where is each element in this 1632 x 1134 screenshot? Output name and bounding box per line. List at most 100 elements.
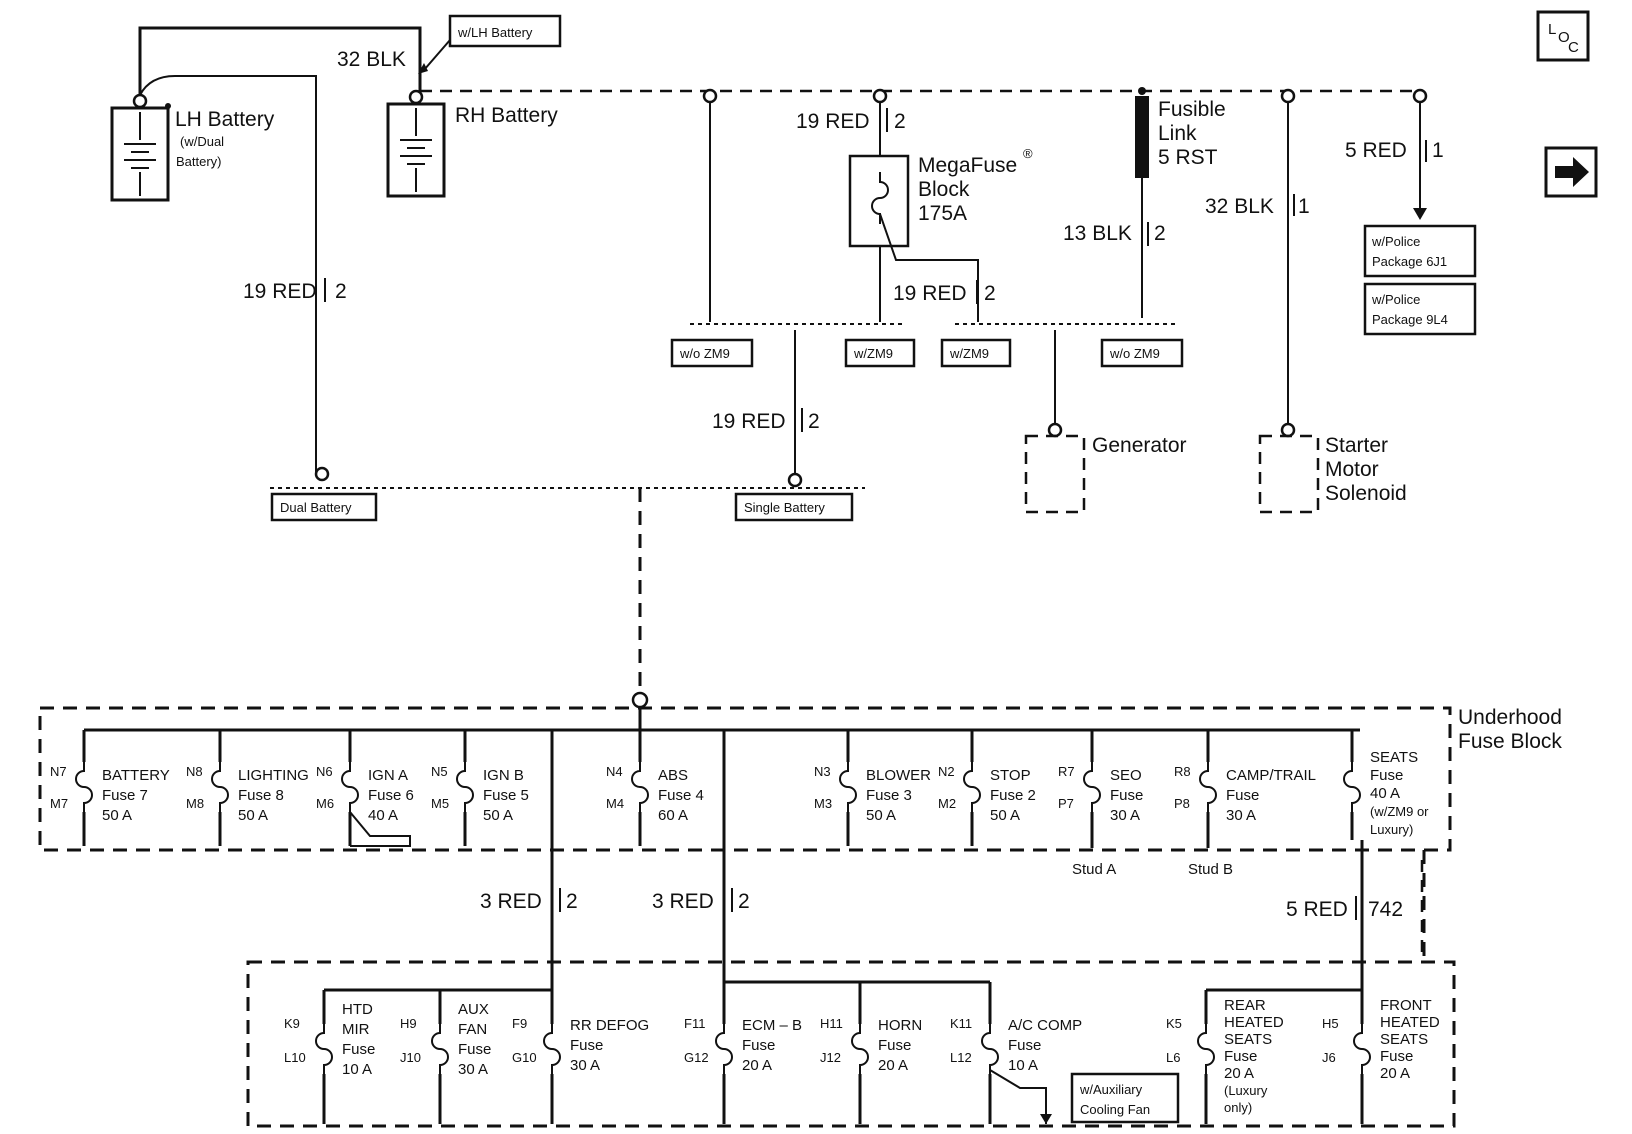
fuse-name: LIGHTING — [238, 767, 309, 784]
fuse-text: HEATED — [1224, 1014, 1284, 1031]
fuse-icon — [1197, 1024, 1215, 1074]
lh-battery-label: LH Battery — [175, 108, 275, 131]
fuse-icon — [963, 762, 981, 812]
fuse-text: HEATED — [1380, 1014, 1440, 1031]
starter-l2: Motor — [1325, 458, 1379, 481]
stud-b-label: Stud B — [1188, 861, 1233, 878]
fuse-text: 10 A — [342, 1061, 372, 1078]
wire-lh-rh-32blk — [138, 26, 422, 95]
wire-19red-left-label: 19 RED — [243, 280, 317, 303]
wire-5red-top-num: 1 — [1432, 139, 1444, 162]
starter-motor-solenoid — [1258, 422, 1320, 514]
fuse-icon — [75, 762, 93, 812]
w-zm9-a-text: w/ZM9 — [853, 346, 893, 361]
fuse-pin-bottom: M8 — [186, 796, 204, 811]
wire-3red-a-num: 2 — [566, 890, 578, 913]
fuse-pin-top: K11 — [950, 1016, 972, 1031]
option-single-battery: Single Battery — [734, 492, 854, 522]
police1-l2: Package 6J1 — [1372, 254, 1447, 269]
fuse-note: Luxury) — [1370, 822, 1413, 837]
fuse-pin-bottom: J12 — [820, 1050, 841, 1065]
fuse-pin-top: N3 — [814, 764, 831, 779]
fuse-text: FRONT — [1380, 997, 1432, 1014]
option-wo-zm9-b: w/o ZM9 — [1100, 338, 1184, 368]
fuse-text: SEATS — [1224, 1031, 1272, 1048]
option-w-zm9-b: w/ZM9 — [940, 338, 1012, 368]
rh-battery-label: RH Battery — [455, 104, 558, 127]
megafuse-block — [848, 154, 979, 322]
fuse-pin-top: N7 — [50, 764, 67, 779]
fuse-icon — [431, 1024, 449, 1074]
megafuse-reg: ® — [1023, 146, 1033, 161]
fuse-text: Fuse — [458, 1041, 491, 1058]
battery-icon — [124, 112, 156, 196]
fuse-name: STOP — [990, 767, 1031, 784]
megafuse-rating: 175A — [918, 202, 967, 225]
fuse-rating: 50 A — [990, 807, 1020, 824]
fuse-pin-top: H5 — [1322, 1016, 1339, 1031]
fuse-pin-top: R7 — [1058, 764, 1075, 779]
fuse-icon — [839, 762, 857, 812]
fuse-pin-bottom: M6 — [316, 796, 334, 811]
fuse-text: Fuse — [342, 1041, 375, 1058]
fuse-text: only) — [1224, 1100, 1252, 1115]
rh-battery: RH Battery — [386, 89, 558, 198]
wire-5red-742-label: 5 RED — [1286, 898, 1348, 921]
fuse-label: Fuse 2 — [990, 787, 1036, 804]
megafuse-line2: Block — [918, 178, 970, 201]
option-w-lh-battery: w/LH Battery — [457, 25, 533, 40]
aux-fan-l1: w/Auxiliary — [1079, 1082, 1143, 1097]
wire-19red-mega2-num: 2 — [984, 282, 996, 305]
fuse-pin-top: H11 — [820, 1016, 843, 1031]
fuse-icon — [631, 762, 649, 812]
wo-zm9-a-text: w/o ZM9 — [679, 346, 730, 361]
fusible-link-l2: Link — [1158, 122, 1197, 145]
fuse-icon — [981, 1024, 999, 1074]
fuse-pin-top: N2 — [938, 764, 955, 779]
fuse-text: RR DEFOG — [570, 1017, 649, 1034]
fuse-name: ABS — [658, 767, 688, 784]
megafuse-label: MegaFuse — [918, 154, 1017, 177]
fuse-icon — [543, 1024, 561, 1074]
fuse-name: SEO — [1110, 767, 1142, 784]
wire-3red-b-num: 2 — [738, 890, 750, 913]
fuse-text: FAN — [458, 1021, 487, 1038]
fuse-rating: 60 A — [658, 807, 688, 824]
fuse-text: Fuse — [1380, 1048, 1413, 1065]
fuse-pin-top: N8 — [186, 764, 203, 779]
fuse-icon — [211, 762, 229, 812]
wire-19red-center-label: 19 RED — [712, 410, 786, 433]
fuse-rating: 50 A — [483, 807, 513, 824]
wire-5red-742-num: 742 — [1368, 898, 1403, 921]
fuse-text: Fuse — [1224, 1048, 1257, 1065]
lh-battery: LH Battery (w/Dual Battery) — [110, 93, 275, 202]
next-arrow-button[interactable] — [1544, 146, 1598, 198]
fuse-icon — [1199, 762, 1217, 812]
fuse-pin-bottom: J10 — [400, 1050, 421, 1065]
loc-button[interactable]: L O C — [1536, 10, 1590, 62]
fusible-link-l3: 5 RST — [1158, 146, 1218, 169]
generator-label: Generator — [1092, 434, 1187, 457]
fuse-icon — [1343, 762, 1361, 812]
option-box-w-lh-battery: w/LH Battery — [448, 14, 562, 48]
fuse-name: BLOWER — [866, 767, 931, 784]
generator — [1024, 422, 1086, 514]
fuse-label: Fuse 6 — [368, 787, 414, 804]
fuse-text: (Luxury — [1224, 1083, 1268, 1098]
fuse-pin-bottom: G12 — [684, 1050, 709, 1065]
wire-19red-mega2-label: 19 RED — [893, 282, 967, 305]
fuse-text: 10 A — [1008, 1057, 1038, 1074]
option-aux-cooling-fan: w/Auxiliary Cooling Fan — [1070, 1072, 1180, 1124]
fuse-icon — [315, 1024, 333, 1074]
fuse-text: Fuse — [570, 1037, 603, 1054]
